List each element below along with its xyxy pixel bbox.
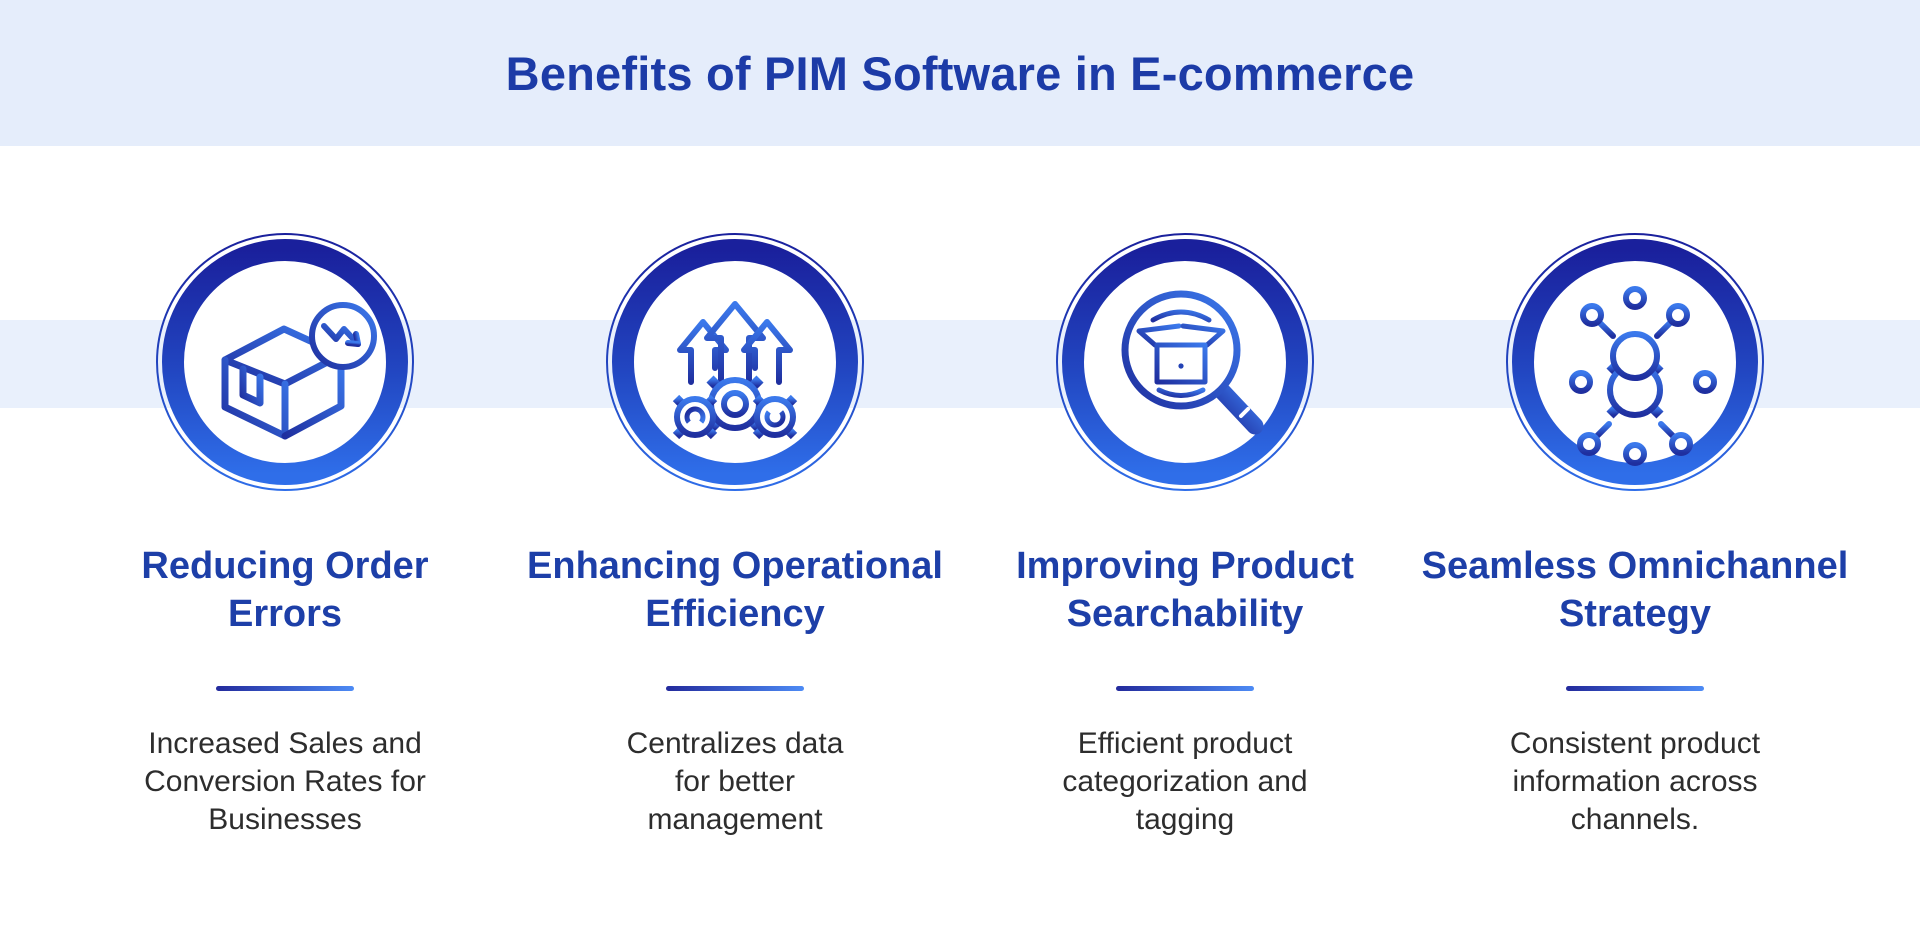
benefit-heading: Reducing Order Errors xyxy=(141,545,429,635)
benefit-column-omnichannel-strategy: Seamless Omnichannel Strategy Consistent… xyxy=(1410,232,1860,869)
heading-underline xyxy=(666,685,804,691)
benefit-heading: Seamless Omnichannel Strategy xyxy=(1421,545,1849,635)
benefit-description: Increased Sales and Conversion Rates for… xyxy=(144,726,426,836)
benefit-column-product-searchability: Improving Product Searchability Efficien… xyxy=(960,232,1410,869)
benefit-column-reducing-order-errors: Reducing Order Errors Increased Sales an… xyxy=(60,232,510,869)
page-title: Benefits of PIM Software in E-commerce xyxy=(505,46,1415,100)
omnichannel-hub-icon xyxy=(1506,233,1764,491)
benefit-description: Efficient product categorization and tag… xyxy=(1062,726,1308,836)
benefit-columns: Reducing Order Errors Increased Sales an… xyxy=(60,232,1860,869)
gears-growth-arrows-icon xyxy=(606,233,864,491)
heading-underline xyxy=(1116,685,1254,691)
benefit-heading: Enhancing Operational Efficiency xyxy=(527,545,943,635)
product-search-magnifier-icon xyxy=(1056,233,1314,491)
heading-underline xyxy=(1566,685,1704,691)
benefit-description: Centralizes data for better management xyxy=(626,726,844,836)
benefit-column-operational-efficiency: Enhancing Operational Efficiency Central… xyxy=(510,232,960,869)
package-error-trend-icon xyxy=(156,233,414,491)
benefit-heading: Improving Product Searchability xyxy=(1016,545,1354,635)
benefit-description: Consistent product information across ch… xyxy=(1509,726,1761,836)
header-banner: Benefits of PIM Software in E-commerce xyxy=(0,0,1920,146)
heading-underline xyxy=(216,685,354,691)
